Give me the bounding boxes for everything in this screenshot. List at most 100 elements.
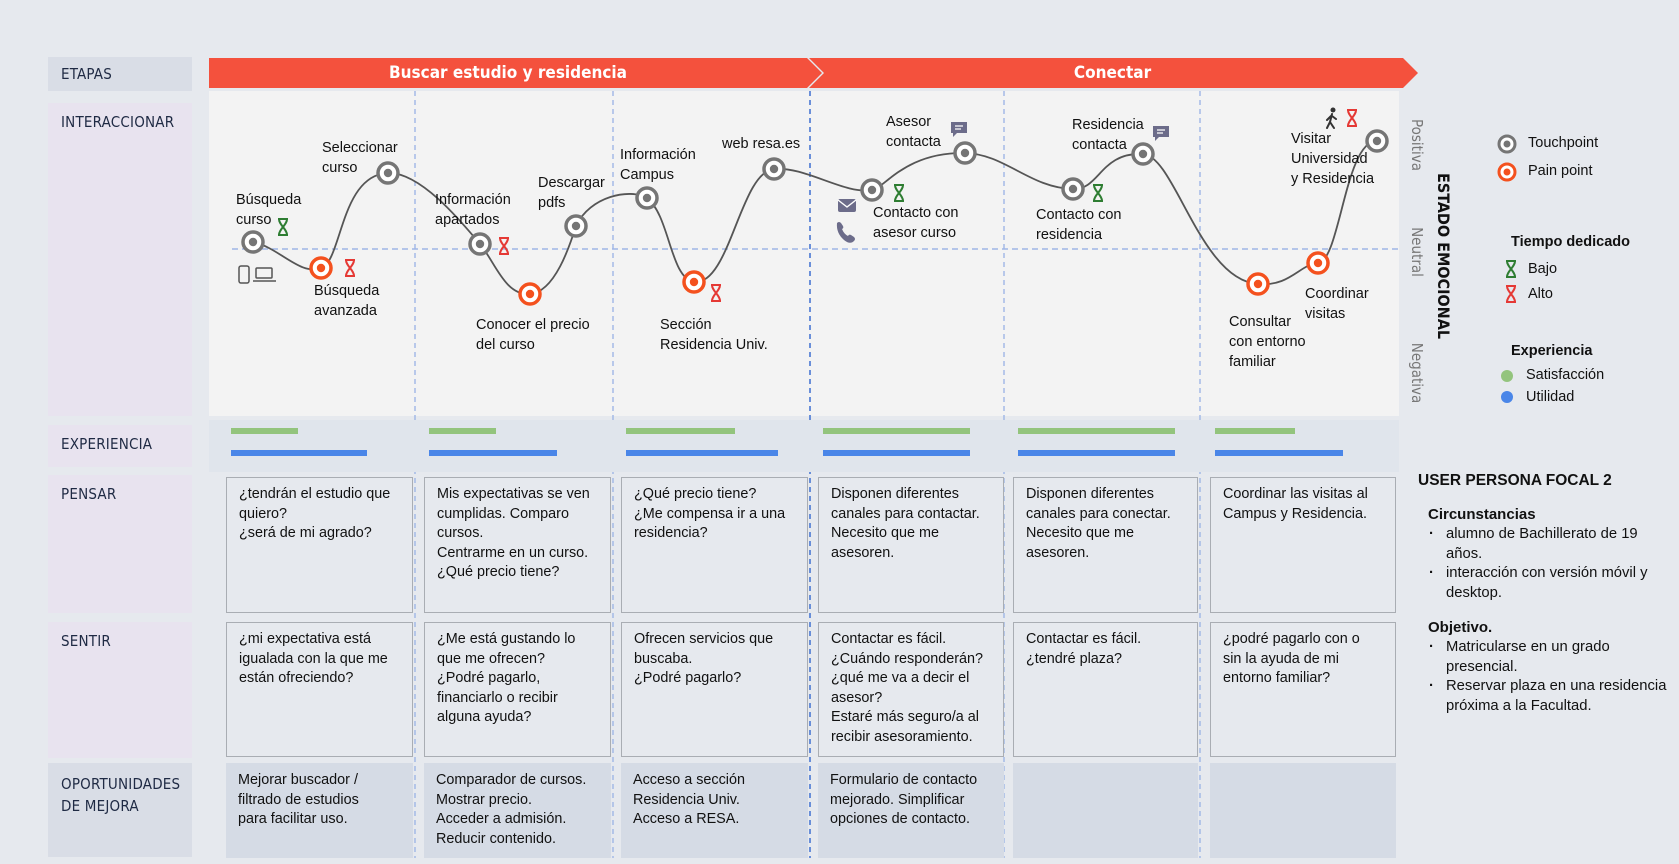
- legend-utility-dot: [1501, 391, 1513, 403]
- touchpoint-node: [376, 161, 400, 185]
- pain-point-node: [1246, 272, 1270, 296]
- touchpoint-label-line: Conocer el precio: [476, 317, 590, 333]
- touchpoint-label-line: asesor curso: [873, 225, 956, 241]
- oportunidad-box: Mejorar buscador / filtrado de estudios …: [226, 763, 413, 858]
- legend-hourglass-high-icon: [1505, 285, 1517, 303]
- touchpoint-node: [635, 186, 659, 210]
- touchpoint-label-line: Residencia: [1072, 117, 1145, 133]
- axis-neutral-label: Neutral: [1408, 227, 1426, 277]
- pain-point-node: [309, 256, 333, 280]
- touchpoint-label-line: Sección: [660, 317, 712, 333]
- pain-point-node: [518, 282, 542, 306]
- satisfaction-bar: [231, 428, 298, 434]
- legend-time-title: Tiempo dedicado: [1511, 234, 1630, 250]
- sentir-box: Contactar es fácil. ¿tendré plaza?: [1013, 622, 1198, 757]
- legend-time-low: Bajo: [1528, 261, 1558, 277]
- sentir-box: Ofrecen servicios que buscaba. ¿Podré pa…: [621, 622, 808, 757]
- touchpoint-label-line: Coordinar: [1305, 286, 1369, 302]
- touchpoint-label: Seleccionar curso: [322, 140, 398, 176]
- persona-circ-list: alumno de Bachillerato de 19 años. inter…: [1418, 525, 1668, 603]
- row-label-etapas: ETAPAS: [48, 57, 192, 91]
- touchpoint-label-line: contacta: [1072, 137, 1128, 153]
- hourglass-icon: [1346, 109, 1358, 127]
- chat-icon: [951, 122, 967, 137]
- legend-hourglass-low-icon: [1505, 260, 1517, 278]
- legend-time-high: Alto: [1528, 286, 1553, 302]
- touchpoint-node: [1061, 177, 1085, 201]
- touchpoint-node: [860, 178, 884, 202]
- stage-buscar: Buscar estudio y residencia: [389, 63, 627, 83]
- utility-bar: [1018, 450, 1175, 456]
- stage-arrow-shape-2: [809, 58, 1418, 88]
- pain-point-node: [1306, 251, 1330, 275]
- pensar-box: Disponen diferentes canales para contact…: [818, 477, 1004, 613]
- hourglass-icon: [344, 259, 356, 277]
- touchpoint-node: [762, 157, 786, 181]
- pensar-box: Disponen diferentes canales para conecta…: [1013, 477, 1198, 613]
- touchpoint-node: [468, 232, 492, 256]
- sentir-box: Contactar es fácil. ¿Cuándo responderán?…: [818, 622, 1004, 757]
- touchpoint-label-line: Contacto con: [873, 205, 958, 221]
- satisfaction-bar: [1215, 428, 1295, 434]
- legend-painpoint-label: Pain point: [1528, 163, 1593, 179]
- touchpoint-label-line: Residencia Univ.: [660, 337, 768, 353]
- sentir-box: ¿podré pagarlo con o sin la ayuda de mi …: [1210, 622, 1396, 757]
- pensar-box: Mis expectativas se ven cumplidas. Compa…: [424, 477, 611, 613]
- touchpoint-label-line: apartados: [435, 212, 500, 228]
- persona-circ-title: Circunstancias: [1428, 506, 1536, 523]
- touchpoint-node: [1365, 129, 1389, 153]
- hourglass-icon: [277, 218, 289, 236]
- legend-exp-title: Experiencia: [1511, 343, 1593, 359]
- pensar-box: ¿Qué precio tiene? ¿Me compensa ir a una…: [621, 477, 808, 613]
- utility-bar: [429, 450, 557, 456]
- touchpoint-label-line: visitas: [1305, 306, 1345, 322]
- chat-icon: [1153, 126, 1169, 141]
- pensar-box: ¿tendrán el estudio que quiero? ¿será de…: [226, 477, 413, 613]
- sentir-box: ¿Me está gustando lo que me ofrecen? ¿Po…: [424, 622, 611, 757]
- utility-bar: [1215, 450, 1343, 456]
- legend-touchpoint-icon: [1497, 134, 1517, 154]
- devices-icon: [238, 265, 276, 284]
- touchpoint-label-line: pdfs: [538, 195, 565, 211]
- satisfaction-bar: [429, 428, 496, 434]
- touchpoint-label-line: Seleccionar: [322, 140, 398, 156]
- journey-curve: [252, 140, 1378, 295]
- touchpoint-label: Información apartados: [435, 192, 511, 228]
- axis-positive-label: Positiva: [1408, 119, 1426, 171]
- oportunidad-box: Acceso a sección Residencia Univ. Acceso…: [621, 763, 808, 858]
- touchpoint-label-line: Consultar: [1229, 314, 1291, 330]
- row-label-interaccionar: INTERACCIONAR: [48, 103, 192, 416]
- axis-negative-label: Negativa: [1408, 343, 1426, 404]
- walking-person-icon: [1326, 107, 1337, 129]
- touchpoint-label: Contacto con asesor curso: [873, 205, 958, 241]
- oportunidad-box: [1013, 763, 1198, 858]
- touchpoint-label-line: Campus: [620, 167, 674, 183]
- satisfaction-bar: [823, 428, 970, 434]
- touchpoint-label-line: contacta: [886, 134, 942, 150]
- row-label-experiencia: EXPERIENCIA: [48, 425, 192, 467]
- persona-circ-item: alumno de Bachillerato de 19 años.: [1418, 525, 1668, 564]
- phone-icon: [836, 222, 855, 243]
- persona-circ-item: interacción con versión móvil y desktop.: [1418, 564, 1668, 603]
- hourglass-icon: [710, 284, 722, 302]
- utility-bar: [626, 450, 778, 456]
- legend-utility-label: Utilidad: [1526, 389, 1575, 405]
- touchpoint-label-line: Información: [435, 192, 511, 208]
- touchpoint-label-line: residencia: [1036, 227, 1103, 243]
- touchpoint-label-line: Universidad: [1291, 151, 1368, 167]
- touchpoint-label-line: y Residencia: [1291, 171, 1375, 187]
- touchpoint-label-line: Información: [620, 147, 696, 163]
- persona-obj-item: Matricularse en un grado presencial.: [1418, 638, 1668, 677]
- touchpoint-label-line: Búsqueda: [236, 192, 302, 208]
- touchpoint-label-line: curso: [322, 160, 357, 176]
- touchpoint-label-line: Búsqueda: [314, 283, 380, 299]
- stage-conectar: Conectar: [1073, 63, 1152, 83]
- oportunidad-box: Comparador de cursos. Mostrar precio. Ac…: [424, 763, 611, 858]
- legend-touchpoint-label: Touchpoint: [1528, 135, 1599, 151]
- satisfaction-bar: [626, 428, 735, 434]
